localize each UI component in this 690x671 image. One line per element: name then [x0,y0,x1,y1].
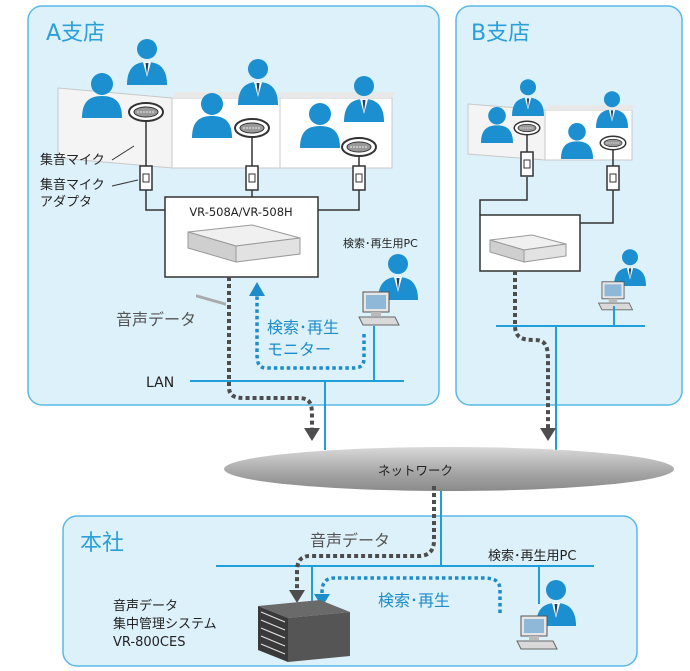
adapter-label-1: 集音マイク [40,177,105,193]
mic-icon [513,120,541,136]
arrow-up-icon [249,282,265,296]
lan-a [190,326,404,450]
monitor-flow-a [255,296,366,370]
search-flow-hq [320,576,502,613]
audio-data-label-hq: 音声データ [310,531,390,550]
monitor-label-1: 検索･再生 [267,318,339,337]
audio-data-label-a: 音声データ [116,310,196,329]
mic-adapter-icon [245,165,259,191]
lan-hq [216,480,594,612]
lan-b [496,306,645,450]
audio-flow-a [227,277,314,428]
system-label-3: VR-800CES [113,635,185,650]
mic-adapter-icon [139,165,153,191]
network-cloud [224,447,674,491]
arrow-down-icon [304,428,320,441]
system-label-2: 集中管理システム [113,616,217,632]
mic-adapter-icon [352,165,366,191]
hq-panel [62,515,638,667]
network-label: ネットワーク [378,463,453,478]
recorder-device-icon [187,224,301,306]
lan-label: LAN [146,375,174,391]
mic-icon [234,118,270,138]
pc-label-hq: 検索･再生用PC [488,549,576,564]
branch-b-title: B支店 [471,21,530,46]
mic-adapter-icon [606,165,620,191]
mic-icon [599,135,627,151]
arrow-down-icon [314,594,330,607]
branch-a-title: A支店 [46,21,105,46]
mic-icon [341,137,377,157]
audio-flow-b [513,271,550,428]
mic-cables-b [479,134,614,224]
mic-adapter-icon [520,151,534,177]
hq-title: 本社 [80,531,124,556]
recorder-device-icon [489,234,567,263]
adapter-label-2: アダプタ [40,195,92,210]
arrow-down-icon [540,428,556,441]
mic-icon [128,102,164,122]
pc-label-a: 検索･再生用PC [343,236,418,250]
arrow-down-icon [289,590,305,603]
monitor-label-2: モニター [267,340,331,359]
audio-flow-hq [295,486,436,590]
recorder-label: VR-508A/VR-508H [189,205,292,219]
system-label-1: 音声データ [113,598,178,614]
search-label-hq: 検索･再生 [378,591,450,610]
mic-label: 集音マイク [40,152,105,168]
branch-b-panel [455,5,683,406]
server-rack-icon [258,600,350,662]
